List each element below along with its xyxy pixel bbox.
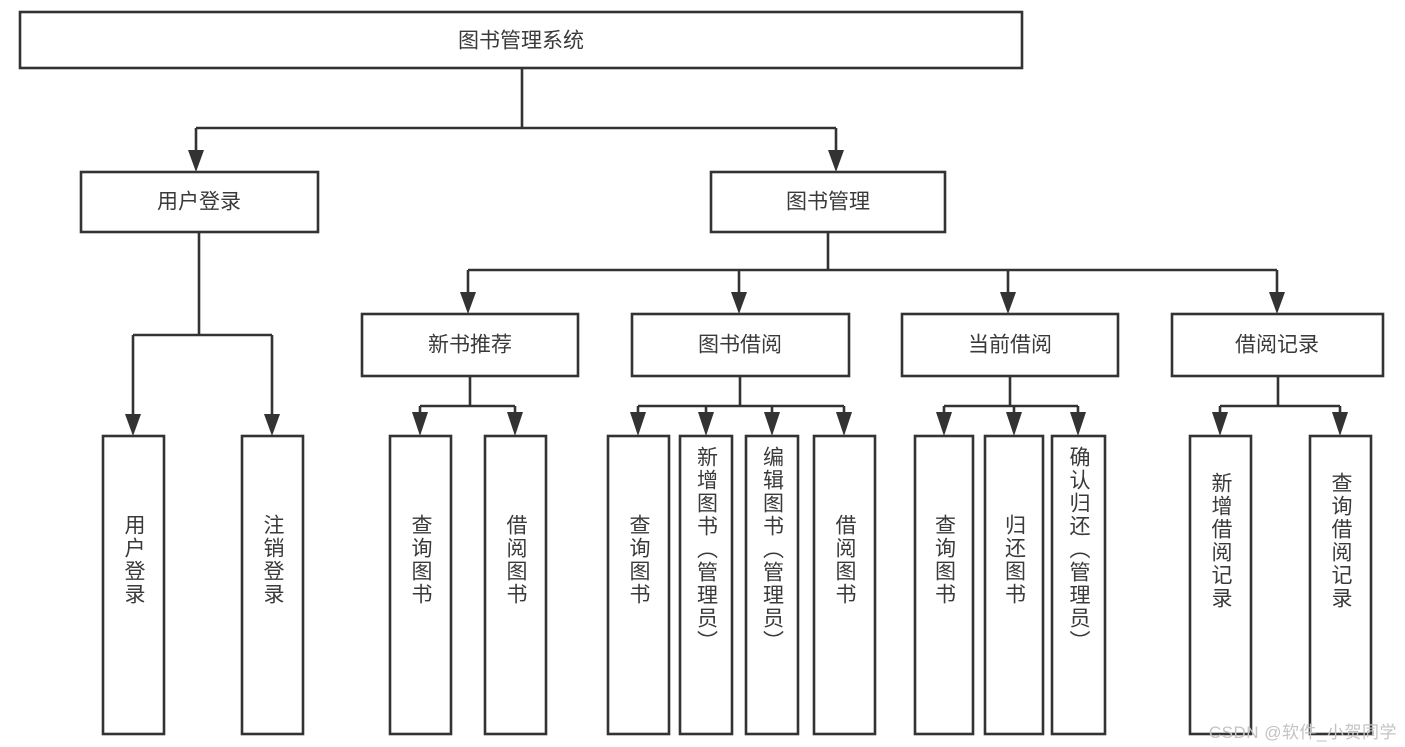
leaf-box-user-login[interactable] — [101, 434, 166, 736]
leaf-box-query-borrow-record[interactable] — [1308, 434, 1373, 736]
arrow-head-newbook-leaf-1 — [412, 412, 428, 436]
node-current-borrow[interactable]: 当前借阅 — [900, 312, 1120, 378]
arrow-head-bookborrow-leaf-1 — [630, 412, 646, 436]
leaf-box-edit-book-admin[interactable] — [744, 434, 800, 736]
node-book-manage-label: 图书管理 — [786, 191, 870, 214]
node-current-borrow-label: 当前借阅 — [968, 334, 1052, 357]
node-book-borrow[interactable]: 图书借阅 — [630, 312, 851, 378]
arrow-head-current-borrow — [1000, 292, 1016, 314]
arrow-head-newbook-leaf-2 — [507, 412, 523, 436]
node-borrow-record-label: 借阅记录 — [1235, 334, 1319, 357]
node-borrow-record-box[interactable] — [1170, 312, 1385, 378]
node-borrow-record[interactable]: 借阅记录 — [1170, 312, 1385, 378]
arrow-head-bookborrow-leaf-2 — [698, 412, 714, 436]
arrow-head-borrow-record — [1269, 292, 1285, 314]
leaf-box-borrow-book-rec[interactable] — [483, 434, 548, 736]
arrow-head-leaf-user-login — [125, 414, 141, 436]
node-user-login-label: 用户登录 — [157, 191, 241, 214]
node-user-login[interactable]: 用户登录 — [79, 170, 320, 234]
node-book-manage-box[interactable] — [709, 170, 947, 234]
arrow-head-currentborrow-leaf-2 — [1006, 412, 1022, 436]
arrow-head-user-login — [188, 150, 204, 172]
arrow-head-currentborrow-leaf-1 — [936, 412, 952, 436]
leaf-box-layer — [101, 434, 1373, 736]
node-root-label: 图书管理系统 — [458, 30, 584, 53]
connector-layer — [125, 68, 1348, 436]
node-new-book-recommend[interactable]: 新书推荐 — [360, 312, 580, 378]
arrow-head-new-book-rec — [460, 292, 476, 314]
node-book-borrow-label: 图书借阅 — [698, 334, 782, 357]
arrow-head-borrowrecord-leaf-2 — [1332, 412, 1348, 436]
arrow-head-bookborrow-leaf-3 — [764, 412, 780, 436]
arrow-head-currentborrow-leaf-3 — [1070, 412, 1086, 436]
leaf-box-query-book-current[interactable] — [913, 434, 975, 736]
arrow-head-borrowrecord-leaf-1 — [1212, 412, 1228, 436]
node-new-book-recommend-label: 新书推荐 — [428, 334, 512, 357]
leaf-box-query-book-borrow[interactable] — [606, 434, 671, 736]
node-new-book-recommend-box[interactable] — [360, 312, 580, 378]
node-root-box[interactable] — [18, 10, 1024, 70]
arrow-head-book-borrow — [731, 292, 747, 314]
arrow-head-book-manage — [828, 150, 844, 172]
leaf-box-query-book-rec[interactable] — [388, 434, 453, 736]
csdn-watermark: CSDN @软件_小贺同学 — [1208, 723, 1397, 742]
leaf-box-confirm-return-admin[interactable] — [1050, 434, 1107, 736]
leaf-box-return-book[interactable] — [983, 434, 1045, 736]
leaf-box-add-book-admin[interactable] — [678, 434, 734, 736]
node-user-login-box[interactable] — [79, 170, 320, 234]
leaf-box-add-borrow-record[interactable] — [1188, 434, 1253, 736]
node-book-manage[interactable]: 图书管理 — [709, 170, 947, 234]
arrow-head-leaf-logout — [264, 414, 280, 436]
leaf-box-logout[interactable] — [240, 434, 305, 736]
node-root[interactable]: 图书管理系统 — [18, 10, 1024, 70]
node-current-borrow-box[interactable] — [900, 312, 1120, 378]
leaf-box-borrow-book[interactable] — [812, 434, 877, 736]
node-book-borrow-box[interactable] — [630, 312, 851, 378]
arrow-head-bookborrow-leaf-4 — [836, 412, 852, 436]
